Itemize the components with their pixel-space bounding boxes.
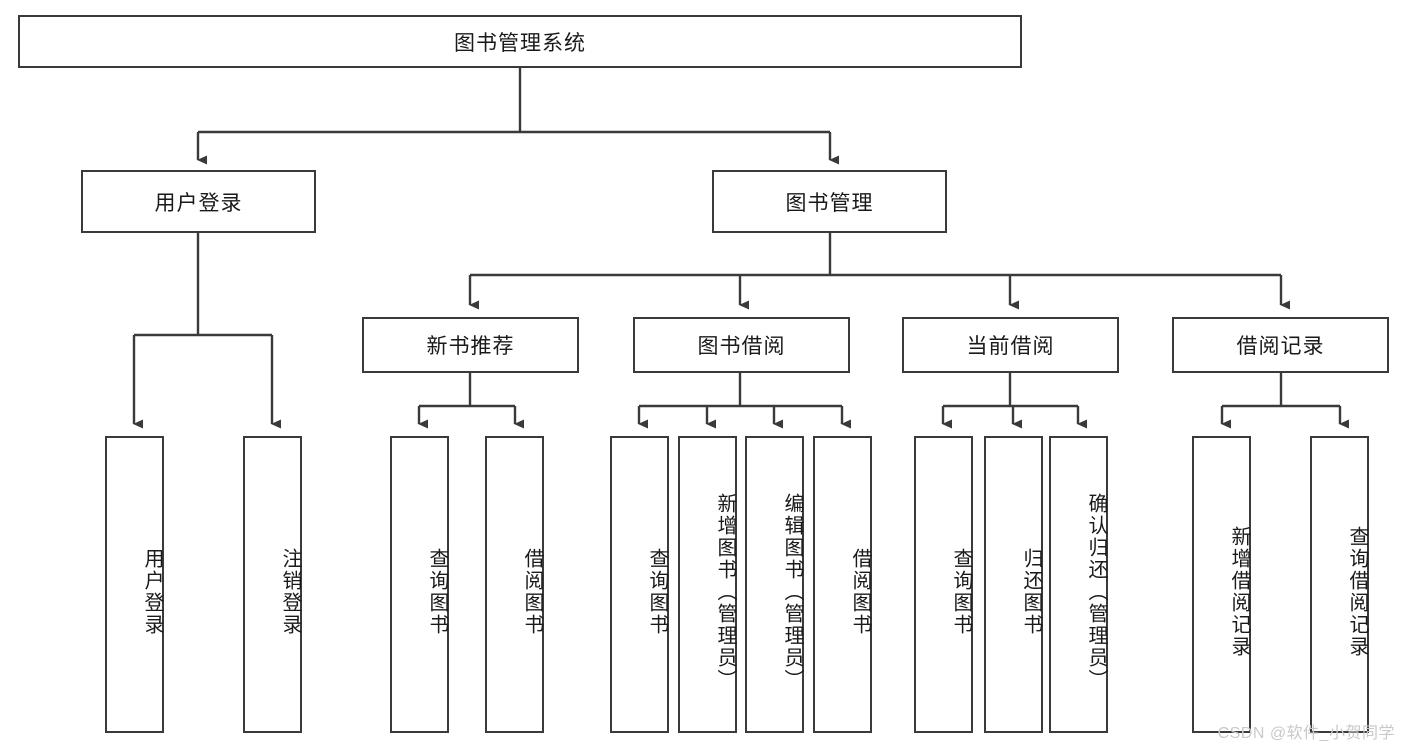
connector-user-login-to-leaves [132,233,281,429]
connector-book-borrow-to-leaves [637,373,851,429]
node-leaf-user-logout[interactable]: 注销登录 [243,436,302,733]
node-leaf-edit-book[interactable]: 编辑图书（管理员） [745,436,804,733]
leaf-label: 归还图书 [1020,547,1042,636]
leaf-label: 查询图书 [950,547,972,636]
node-book-management[interactable]: 图书管理 [712,170,947,233]
node-leaf-borrow-book-recommend[interactable]: 借阅图书 [485,436,544,733]
node-leaf-query-book-current[interactable]: 查询图书 [914,436,973,733]
leaf-label: 查询图书 [646,547,668,636]
leaf-label: 编辑图书（管理员） [781,492,803,691]
connector-current-borrow-to-leaves [941,373,1087,429]
connector-book-management-to-level3 [468,233,1290,310]
node-current-borrow[interactable]: 当前借阅 [902,317,1119,373]
leaf-label: 新增图书（管理员） [714,492,736,691]
node-borrow-record[interactable]: 借阅记录 [1172,317,1389,373]
node-leaf-query-record[interactable]: 查询借阅记录 [1310,436,1369,733]
node-new-book-recommend[interactable]: 新书推荐 [362,317,579,373]
connector-root-to-level2 [196,68,839,165]
node-book-borrow[interactable]: 图书借阅 [633,317,850,373]
node-leaf-add-book[interactable]: 新增图书（管理员） [678,436,737,733]
node-root[interactable]: 图书管理系统 [18,15,1022,68]
leaf-label: 借阅图书 [521,547,543,636]
leaf-label: 用户登录 [141,547,163,636]
leaf-label: 确认归还（管理员） [1085,492,1107,691]
leaf-label: 借阅图书 [849,547,871,636]
node-leaf-confirm-return[interactable]: 确认归还（管理员） [1049,436,1108,733]
node-leaf-return-book[interactable]: 归还图书 [984,436,1043,733]
node-leaf-user-login[interactable]: 用户登录 [105,436,164,733]
node-leaf-borrow-book[interactable]: 借阅图书 [813,436,872,733]
node-leaf-query-book-recommend[interactable]: 查询图书 [390,436,449,733]
leaf-label: 查询借阅记录 [1346,525,1368,658]
leaf-label: 查询图书 [426,547,448,636]
connector-borrow-record-to-leaves [1220,373,1349,429]
leaf-label: 注销登录 [279,547,301,636]
watermark: CSDN @软件_小贺同学 [1217,725,1395,742]
node-user-login[interactable]: 用户登录 [81,170,316,233]
node-leaf-add-record[interactable]: 新增借阅记录 [1192,436,1251,733]
connector-new-book-recommend-to-leaves [417,373,524,429]
leaf-label: 新增借阅记录 [1228,525,1250,658]
node-leaf-query-book-borrow[interactable]: 查询图书 [610,436,669,733]
